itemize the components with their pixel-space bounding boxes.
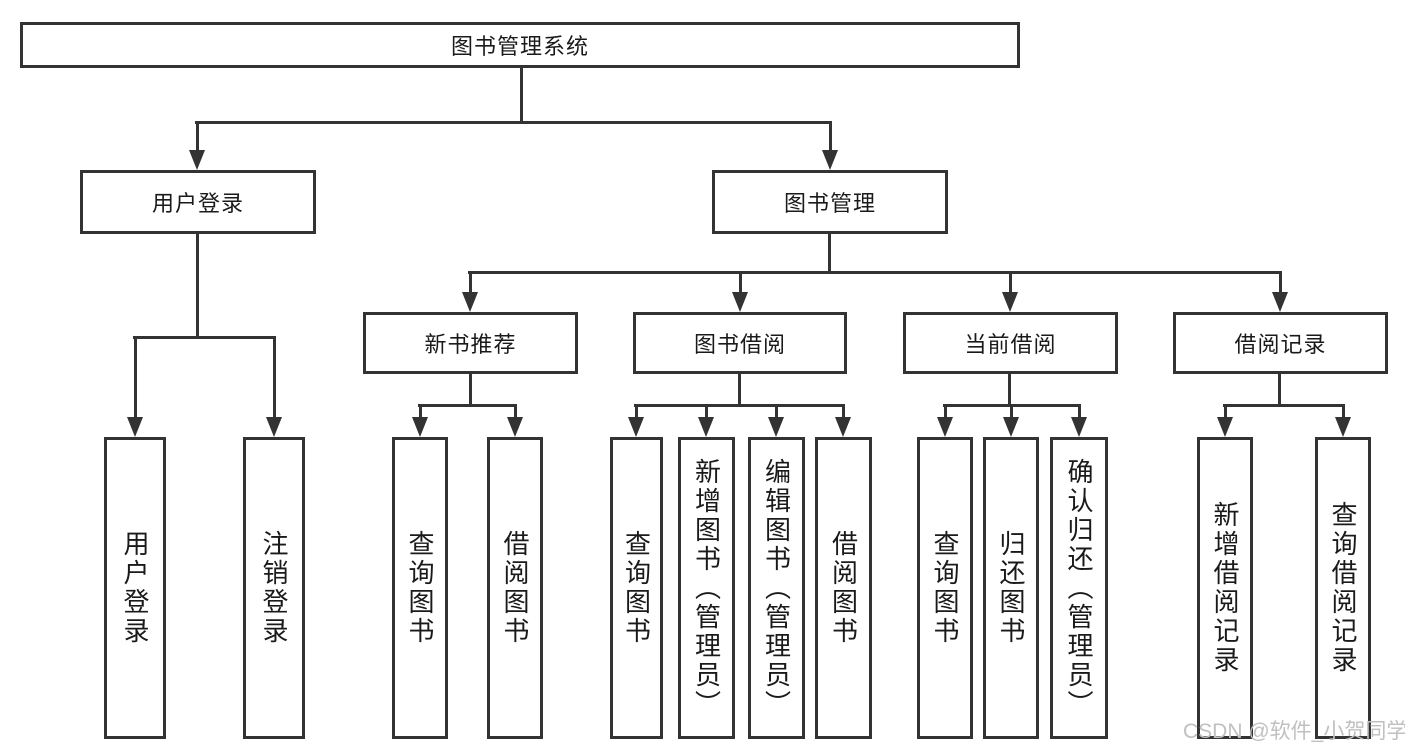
arrow-down-icon bbox=[1002, 271, 1018, 312]
leaf-query-borrow-record: 查询借阅记录 bbox=[1315, 437, 1371, 739]
leaf-query-books-current: 查询图书 bbox=[917, 437, 973, 739]
arrow-down-icon bbox=[937, 404, 953, 437]
arrow-down-icon bbox=[189, 121, 205, 170]
connector-user-login-stem bbox=[196, 232, 199, 339]
connector-book-mgmt-stem bbox=[828, 232, 831, 274]
arrow-down-icon bbox=[1217, 404, 1233, 437]
connector-rail-book-mgmt bbox=[468, 271, 1282, 274]
leaf-borrow-books-new: 借阅图书 bbox=[487, 437, 543, 739]
node-library-management-system: 图书管理系统 bbox=[20, 22, 1020, 68]
arrow-down-icon bbox=[127, 336, 143, 437]
leaf-logout: 注销登录 bbox=[243, 437, 305, 739]
arrow-down-icon bbox=[1335, 404, 1351, 437]
leaf-return-books: 归还图书 bbox=[983, 437, 1039, 739]
leaf-confirm-return-admin: 确认归还（管理员） bbox=[1050, 437, 1108, 739]
connector-rail-user-login bbox=[133, 336, 276, 339]
connector-rail-records bbox=[1223, 404, 1345, 407]
connector-records-stem bbox=[1278, 372, 1281, 407]
arrow-down-icon bbox=[768, 404, 784, 437]
arrow-down-icon bbox=[732, 271, 748, 312]
leaf-query-books-borrow: 查询图书 bbox=[610, 437, 663, 739]
arrow-down-icon bbox=[1003, 404, 1019, 437]
node-current-borrowing: 当前借阅 bbox=[903, 312, 1118, 374]
arrow-down-icon bbox=[698, 404, 714, 437]
connector-new-books-stem bbox=[469, 372, 472, 407]
node-user-login-branch: 用户登录 bbox=[80, 170, 316, 234]
connector-borrowing-stem bbox=[738, 372, 741, 407]
node-book-borrowing: 图书借阅 bbox=[633, 312, 847, 374]
connector-rail-new-books bbox=[418, 404, 517, 407]
connector-root-stem bbox=[520, 66, 523, 124]
arrow-down-icon bbox=[266, 336, 282, 437]
leaf-add-borrow-record: 新增借阅记录 bbox=[1197, 437, 1253, 739]
arrow-down-icon bbox=[822, 121, 838, 170]
connector-rail-borrowing bbox=[634, 404, 845, 407]
arrow-down-icon bbox=[462, 271, 478, 312]
node-borrowing-records: 借阅记录 bbox=[1173, 312, 1388, 374]
watermark-text: CSDN @软件_小贺同学 bbox=[1183, 720, 1405, 743]
arrow-down-icon bbox=[835, 404, 851, 437]
leaf-user-login: 用户登录 bbox=[104, 437, 166, 739]
arrow-down-icon bbox=[412, 404, 428, 437]
connector-rail-level1 bbox=[195, 121, 831, 124]
arrow-down-icon bbox=[1071, 404, 1087, 437]
leaf-edit-books-admin: 编辑图书（管理员） bbox=[748, 437, 805, 739]
node-book-management-branch: 图书管理 bbox=[712, 170, 948, 234]
arrow-down-icon bbox=[507, 404, 523, 437]
arrow-down-icon bbox=[628, 404, 644, 437]
arrow-down-icon bbox=[1272, 271, 1288, 312]
connector-current-stem bbox=[1008, 372, 1011, 407]
leaf-borrow-books: 借阅图书 bbox=[815, 437, 872, 739]
node-new-book-recommendation: 新书推荐 bbox=[363, 312, 578, 374]
leaf-add-books-admin: 新增图书（管理员） bbox=[678, 437, 735, 739]
leaf-query-books-new: 查询图书 bbox=[392, 437, 448, 739]
